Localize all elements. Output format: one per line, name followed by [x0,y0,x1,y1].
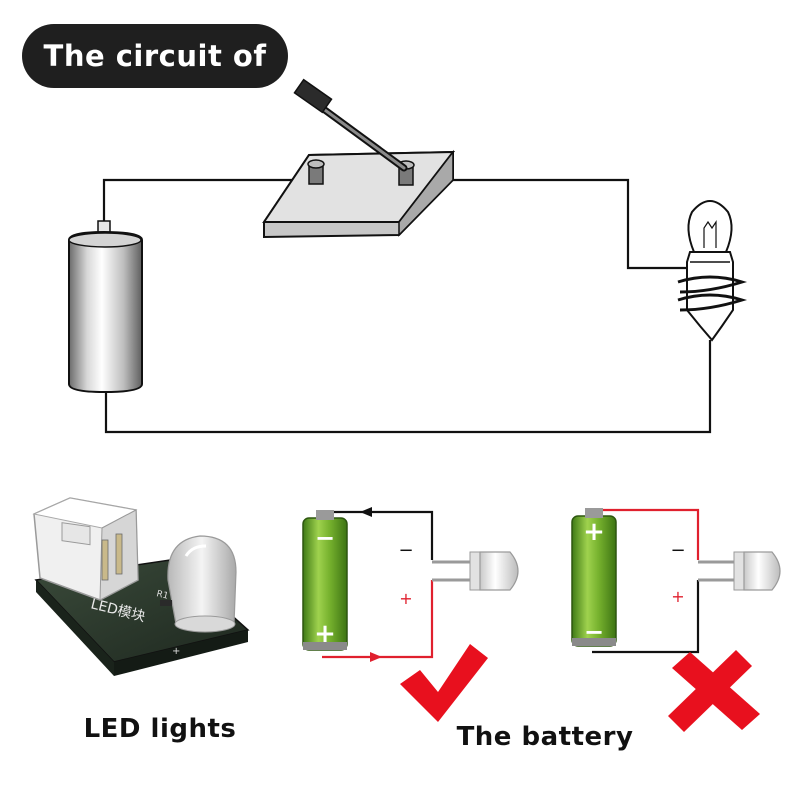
led-plus-mark: + [399,589,412,608]
led-module: LED模块 R1 + [32,497,250,676]
led-minus-mark: − [398,540,413,561]
battery-bottom-terminal: + [314,619,336,649]
led-minus-mark: − [670,540,685,561]
battery-icon: + − [571,508,617,647]
cross-icon [668,650,760,732]
bulb-icon [677,200,748,342]
battery-correct-diagram: − + − + [302,507,519,722]
caption-led-lights: LED lights [83,714,237,744]
switch-icon [262,78,456,239]
check-icon [400,644,488,722]
battery-top-terminal: − [315,524,335,552]
battery-top-terminal: + [583,517,605,547]
battery-wrong-diagram: + − − + [571,508,781,732]
board-plus-mark: + [172,646,180,657]
battery-icon: − + [302,510,348,651]
caption-battery: The battery [456,722,634,752]
led-plus-mark: + [671,587,684,606]
led-icon [432,551,519,591]
title-text: The circuit of [43,39,267,73]
title-pill: The circuit of [22,24,288,88]
led-icon [698,551,781,591]
resistor-label: R1 [155,589,169,602]
main-circuit-wires [102,178,712,434]
battery-icon [68,220,143,394]
battery-bottom-terminal: − [584,618,604,646]
